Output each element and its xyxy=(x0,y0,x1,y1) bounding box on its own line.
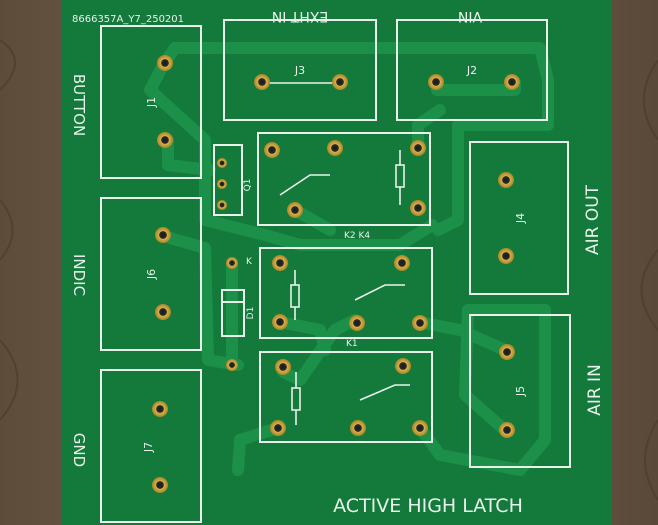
label-air-out: AIR OUT xyxy=(583,184,603,255)
designator-q1: Q1 xyxy=(243,179,253,192)
top-right-label: VIN xyxy=(458,8,482,24)
silk-outlines xyxy=(100,19,571,523)
pad xyxy=(498,248,514,264)
pad xyxy=(499,422,515,438)
pad xyxy=(270,420,286,436)
designator-k-mark: K xyxy=(246,257,253,267)
pad xyxy=(410,200,426,216)
pad xyxy=(157,55,173,71)
pad xyxy=(327,140,343,156)
pad xyxy=(272,255,288,271)
pad xyxy=(332,74,348,90)
relay-symbols xyxy=(262,82,410,425)
pad xyxy=(155,227,171,243)
pad xyxy=(272,314,288,330)
designator-k2k4: K2 K4 xyxy=(344,231,370,241)
pad xyxy=(152,401,168,417)
pad xyxy=(275,359,291,375)
pad xyxy=(226,257,238,269)
designator-j6: J6 xyxy=(145,269,158,280)
designator-k1: K1 xyxy=(346,339,358,349)
part-number: 8666357A_Y7_250201 xyxy=(72,14,184,25)
designator-j1: J1 xyxy=(145,97,158,108)
pads xyxy=(152,55,520,493)
designator-j5: J5 xyxy=(514,386,527,397)
pad xyxy=(155,304,171,320)
pad xyxy=(264,142,280,158)
pad xyxy=(498,172,514,188)
designator-j2: J2 xyxy=(466,64,477,77)
pad xyxy=(410,140,426,156)
wood-grain xyxy=(0,39,658,501)
pad xyxy=(499,344,515,360)
pad xyxy=(428,74,444,90)
designator-j3: J3 xyxy=(294,64,305,77)
top-left-label: EXHT IN xyxy=(272,8,329,24)
label-air-in: AIR IN xyxy=(585,364,605,416)
pad xyxy=(287,202,303,218)
pad xyxy=(412,315,428,331)
designator-j7: J7 xyxy=(142,442,155,453)
pad xyxy=(349,315,365,331)
pad xyxy=(412,420,428,436)
pad xyxy=(395,358,411,374)
pad xyxy=(217,200,227,210)
board-title: ACTIVE HIGH LATCH xyxy=(333,495,523,517)
pad xyxy=(254,74,270,90)
pad xyxy=(394,255,410,271)
pad xyxy=(152,477,168,493)
label-button: BUTTON xyxy=(70,74,88,136)
pad xyxy=(157,132,173,148)
designator-d1: D1 xyxy=(246,307,256,320)
pad xyxy=(226,359,238,371)
designator-j4: J4 xyxy=(514,213,527,224)
label-indic: INDIC xyxy=(70,254,88,296)
pad xyxy=(350,420,366,436)
label-gnd: GND xyxy=(70,433,88,467)
pad xyxy=(217,179,227,189)
pad xyxy=(217,158,227,168)
pad xyxy=(504,74,520,90)
